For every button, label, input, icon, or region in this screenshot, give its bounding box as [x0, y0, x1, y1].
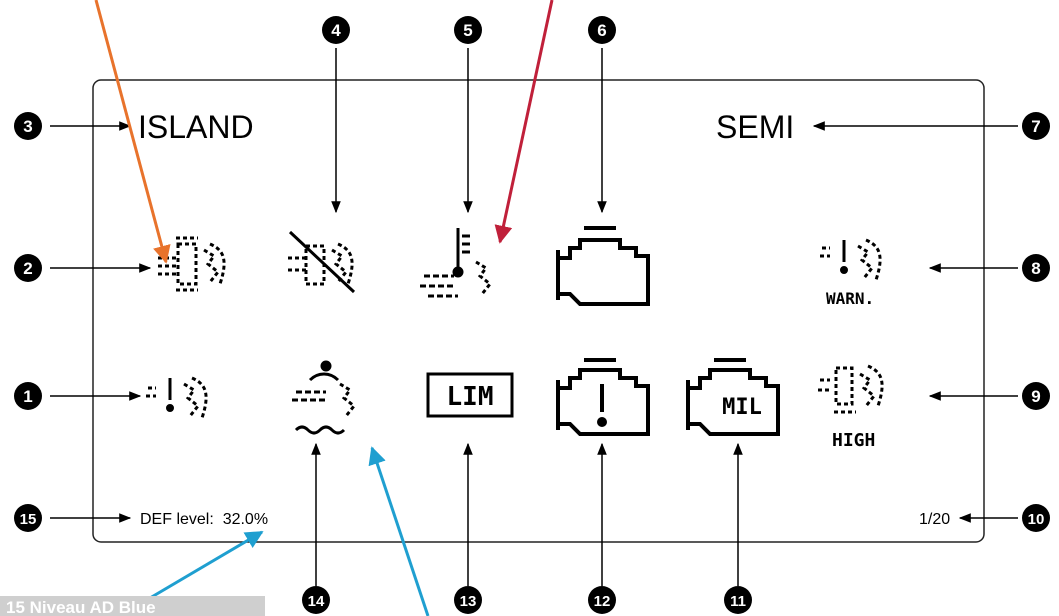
callout-badge-2: 2 [14, 254, 42, 282]
mil-engine-icon [686, 358, 780, 436]
svg-text:11: 11 [730, 593, 746, 610]
callout-badge-1: 1 [14, 382, 42, 410]
svg-text:12: 12 [594, 593, 611, 610]
annotation-note-label: 15 Niveau AD Blue [6, 598, 156, 616]
callout-badge-14: 14 [302, 586, 330, 614]
engine-warning-icon [556, 358, 650, 436]
blue-annotation-arrow-water [368, 446, 430, 616]
svg-text:1: 1 [23, 387, 32, 406]
svg-text:4: 4 [331, 21, 341, 40]
red-annotation-arrow [494, 0, 554, 244]
callout-badge-15: 15 [14, 504, 42, 532]
exhaust-temperature-icon [420, 228, 493, 298]
def-level-text: DEF level: 32.0% [140, 511, 268, 528]
mil-label: MIL [722, 395, 762, 420]
svg-text:6: 6 [597, 21, 606, 40]
svg-text:13: 13 [460, 593, 477, 610]
limit-icon-box [426, 372, 514, 418]
urea-warning-icon [146, 376, 208, 419]
callout-badge-11: 11 [724, 586, 752, 614]
orange-annotation-arrow [94, 0, 171, 264]
dpf-warning-icon [820, 238, 882, 281]
display-frame [92, 79, 985, 543]
limit-label: LIM [447, 382, 494, 412]
annotation-note-box: 15 Niveau AD Blue [0, 596, 265, 616]
callout-badge-5: 5 [454, 16, 482, 44]
svg-text:7: 7 [1031, 117, 1040, 136]
high-label: HIGH [832, 430, 875, 451]
callout-badge-10: 10 [1022, 504, 1050, 532]
dpf-off-icon [288, 230, 356, 294]
mode-label-semi: SEMI [716, 109, 794, 145]
blue-annotation-arrow-def [149, 530, 264, 600]
dpf-high-icon [818, 364, 884, 414]
callout-badge-12: 12 [588, 586, 616, 614]
callout-badge-6: 6 [588, 16, 616, 44]
svg-text:14: 14 [308, 593, 325, 610]
callout-badge-3: 3 [14, 112, 42, 140]
svg-text:9: 9 [1031, 387, 1040, 406]
svg-text:10: 10 [1028, 511, 1045, 528]
mode-label-island: ISLAND [138, 109, 254, 145]
check-engine-icon [556, 226, 650, 306]
svg-text:5: 5 [463, 21, 472, 40]
svg-text:8: 8 [1031, 259, 1040, 278]
callout-badge-9: 9 [1022, 382, 1050, 410]
water-in-exhaust-icon [292, 360, 357, 435]
callout-badge-4: 4 [322, 16, 350, 44]
svg-text:2: 2 [23, 259, 32, 278]
callout-badge-7: 7 [1022, 112, 1050, 140]
svg-text:3: 3 [23, 117, 32, 136]
page-counter: 1/20 [919, 511, 950, 528]
callout-badge-8: 8 [1022, 254, 1050, 282]
warn-label: WARN. [826, 289, 874, 308]
callout-badge-13: 13 [454, 586, 482, 614]
dpf-icon [158, 236, 226, 292]
callout-arrows [50, 48, 1018, 586]
svg-text:15: 15 [20, 511, 37, 528]
